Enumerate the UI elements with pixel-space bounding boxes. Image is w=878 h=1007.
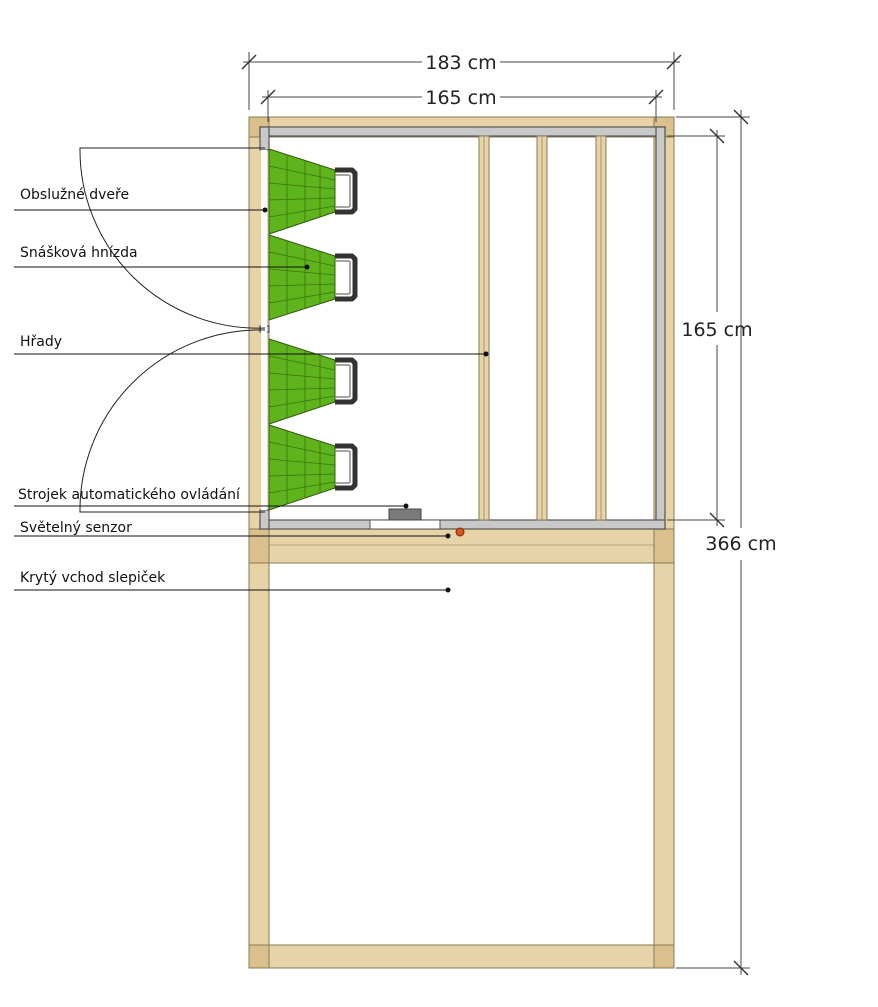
dimension-total-length: 366 cm: [676, 109, 777, 976]
nesting-box: [268, 234, 358, 321]
light-sensor-unit: [455, 527, 465, 537]
dimension-inner-depth-text: 165 cm: [681, 319, 752, 341]
dimension-total-length-text: 366 cm: [705, 533, 776, 555]
wooden-frame: [248, 116, 675, 969]
nesting-box: [268, 424, 358, 511]
label-service-door-text: Obslužné dveře: [20, 187, 129, 203]
label-auto-controller: Strojek automatického ovládání: [14, 487, 409, 509]
dimension-outer-width-text: 183 cm: [425, 52, 496, 74]
dimension-inner-depth: 165 cm: [667, 128, 753, 528]
nesting-box: [268, 338, 358, 425]
label-perches: Hřady: [14, 334, 489, 357]
perches: [478, 135, 607, 521]
dimension-inner-width-text: 165 cm: [425, 87, 496, 109]
service-door-swing: [79, 147, 266, 513]
label-covered-entrance: Krytý vchod slepiček: [14, 570, 451, 593]
label-nesting-boxes-text: Snášková hnízda: [20, 245, 138, 261]
label-covered-entrance-text: Krytý vchod slepiček: [20, 570, 166, 586]
label-nesting-boxes: Snášková hnízda: [14, 245, 310, 270]
label-light-sensor-text: Světelný senzor: [20, 520, 132, 536]
auto-controller-unit: [369, 508, 441, 530]
dimension-inner-width: 165 cm: [260, 87, 664, 122]
nesting-boxes: [268, 148, 358, 511]
label-light-sensor: Světelný senzor: [14, 520, 451, 539]
label-perches-text: Hřady: [20, 334, 62, 350]
label-service-door: Obslužné dveře: [14, 187, 268, 213]
label-auto-controller-text: Strojek automatického ovládání: [18, 487, 241, 503]
dimension-outer-width: 183 cm: [241, 52, 682, 110]
nesting-box: [268, 148, 358, 235]
